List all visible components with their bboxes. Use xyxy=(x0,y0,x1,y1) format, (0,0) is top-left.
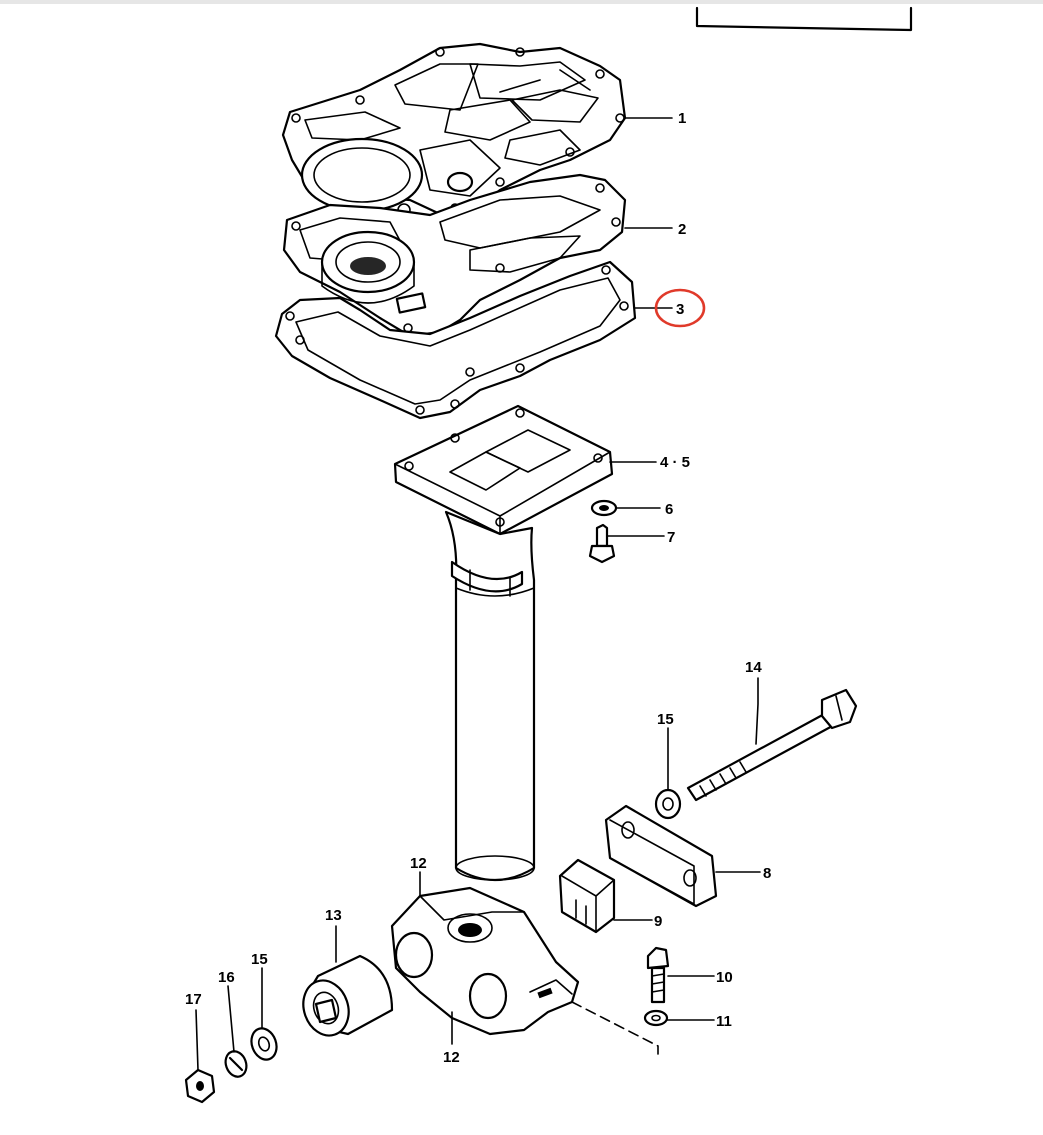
label-part-16: 16 xyxy=(218,969,235,986)
part-15-washer-lower xyxy=(250,1027,278,1061)
part-3-bottom-gasket xyxy=(274,260,637,420)
part-12-lower-mount xyxy=(390,886,580,1036)
top-edge-strip xyxy=(0,0,1043,4)
label-part-2: 2 xyxy=(678,221,686,238)
label-part-10: 10 xyxy=(716,969,733,986)
leader-lines xyxy=(195,117,761,1071)
part-6-washer xyxy=(590,499,618,517)
label-part-12-bottom: 12 xyxy=(443,1049,460,1066)
part-9-rubber-block xyxy=(558,858,616,934)
label-part-17: 17 xyxy=(185,991,202,1008)
label-part-4-5: 4 · 5 xyxy=(660,454,690,471)
label-part-3: 3 xyxy=(676,301,684,318)
part-2-adapter-plate xyxy=(282,173,627,338)
part-16-lock-washer xyxy=(224,1050,248,1078)
part-11-washer xyxy=(643,1009,669,1027)
label-part-12-top: 12 xyxy=(410,855,427,872)
part-17-nut xyxy=(184,1068,216,1104)
part-13-bushing xyxy=(302,954,394,1037)
label-part-13: 13 xyxy=(325,907,342,924)
part-7-bolt xyxy=(588,523,616,564)
label-part-8: 8 xyxy=(763,865,771,882)
title-box-fragment xyxy=(695,6,913,32)
part-8-bracket xyxy=(604,804,718,908)
part-14-long-bolt xyxy=(686,688,858,802)
label-part-7: 7 xyxy=(667,529,675,546)
label-part-11: 11 xyxy=(716,1013,732,1030)
label-part-15-upper: 15 xyxy=(657,711,674,728)
part-labels: 1 2 3 4 · 5 6 7 8 9 10 11 12 12 13 14 15… xyxy=(185,110,771,1066)
label-part-6: 6 xyxy=(665,501,673,518)
label-part-9: 9 xyxy=(654,913,662,930)
label-part-15-lower: 15 xyxy=(251,951,268,968)
part-10-bolt xyxy=(646,946,670,1004)
highlight-circle-part-3 xyxy=(654,288,706,328)
part-15-washer-upper xyxy=(654,788,682,820)
part-4-5-exhaust-tube xyxy=(393,404,614,882)
part-1-top-gasket xyxy=(281,42,627,217)
label-part-1: 1 xyxy=(678,110,686,127)
assembly-axis-line xyxy=(571,1001,659,1055)
label-part-14: 14 xyxy=(745,659,762,676)
